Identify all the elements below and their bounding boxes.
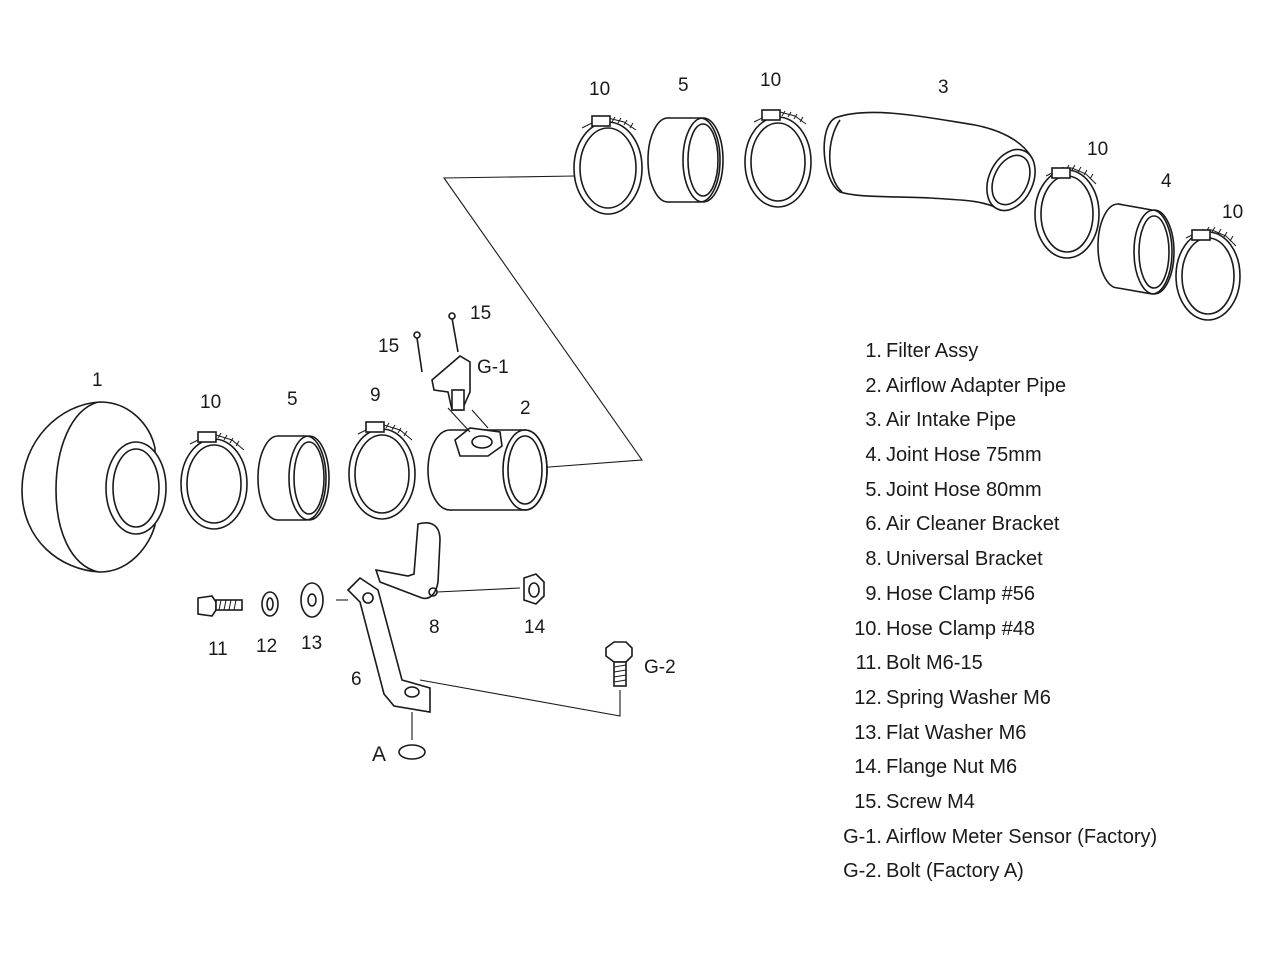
callout-15-lower: 15 [378, 336, 400, 357]
callout-g1: G-1 [477, 357, 509, 378]
callout-2: 2 [520, 398, 531, 419]
callout-10-upper-3: 10 [1087, 139, 1109, 160]
callout-11: 11 [208, 639, 228, 660]
parts-legend: 1.Filter Assy 2.Airflow Adapter Pipe 3.A… [830, 340, 1157, 895]
legend-number: 6. [865, 513, 882, 536]
callout-a: A [372, 743, 387, 766]
legend-number: 12. [854, 686, 882, 709]
legend-label: Airflow Adapter Pipe [886, 374, 1067, 397]
legend-label: Airflow Meter Sensor (Factory) [886, 825, 1158, 848]
legend-number: 4. [865, 444, 882, 467]
legend-label: Hose Clamp #48 [886, 617, 1035, 640]
legend-label: Joint Hose 80mm [886, 478, 1042, 501]
hose-clamp-upper-4 [1175, 226, 1241, 321]
callout-4: 4 [1161, 171, 1172, 192]
legend-number: 2. [865, 374, 882, 397]
legend-item: 14.Flange Nut M6 [830, 756, 1157, 791]
filter-assy [21, 401, 167, 573]
hose-clamp-lower-10 [180, 431, 248, 530]
screw-m4-pair [413, 312, 459, 373]
legend-item: 15.Screw M4 [830, 791, 1157, 826]
callout-13: 13 [301, 633, 323, 654]
callout-10-upper-4: 10 [1222, 202, 1244, 223]
callout-6: 6 [351, 669, 362, 690]
legend-label: Universal Bracket [886, 548, 1043, 571]
legend-item: 12.Spring Washer M6 [830, 687, 1157, 722]
legend-number: 3. [865, 409, 882, 432]
legend-item: 13.Flat Washer M6 [830, 722, 1157, 757]
legend-item: 3.Air Intake Pipe [830, 409, 1157, 444]
legend-label: Hose Clamp #56 [886, 582, 1035, 605]
legend-number: 1. [865, 340, 882, 362]
bolt-m6-15 [197, 595, 243, 617]
flat-washer-m6 [300, 582, 324, 618]
legend-number: 5. [865, 478, 882, 501]
callout-5-lower: 5 [287, 389, 298, 410]
legend-item: 4.Joint Hose 75mm [830, 444, 1157, 479]
callout-10-upper-2: 10 [760, 70, 782, 91]
legend-item: 9.Hose Clamp #56 [830, 583, 1157, 618]
legend-item: 1.Filter Assy [830, 340, 1157, 375]
callout-10-upper-1: 10 [589, 79, 611, 100]
callout-5-upper: 5 [678, 75, 689, 96]
legend-number: 10. [854, 617, 882, 640]
legend-item: 6.Air Cleaner Bracket [830, 513, 1157, 548]
legend-label: Joint Hose 75mm [886, 444, 1042, 467]
air-intake-pipe [823, 111, 1036, 212]
flange-nut-m6 [523, 573, 545, 605]
assembly-leader-line [442, 175, 644, 469]
legend-number: 9. [865, 582, 882, 605]
legend-label: Spring Washer M6 [886, 686, 1051, 709]
callout-1: 1 [92, 370, 103, 391]
legend-number: 15. [854, 790, 882, 813]
legend-number: G-1. [843, 825, 882, 848]
joint-hose-75mm [1097, 203, 1175, 295]
callout-10-lower: 10 [200, 392, 222, 413]
legend-label: Bolt M6-15 [886, 652, 983, 675]
legend-label: Filter Assy [886, 340, 979, 362]
legend-label: Bolt (Factory A) [886, 860, 1024, 883]
callout-3: 3 [938, 77, 949, 98]
legend-number: 14. [854, 756, 882, 779]
hose-clamp-upper-1 [573, 115, 643, 215]
legend-item: 2.Airflow Adapter Pipe [830, 375, 1157, 410]
legend-number: 8. [865, 548, 882, 571]
legend-item: 11.Bolt M6-15 [830, 652, 1157, 687]
callout-14: 14 [524, 617, 546, 638]
airflow-adapter-pipe [427, 427, 548, 511]
legend-label: Air Cleaner Bracket [886, 513, 1060, 536]
air-cleaner-bracket [336, 576, 621, 760]
hose-clamp-56 [348, 421, 416, 520]
callout-15-upper: 15 [470, 303, 492, 324]
legend-number: 11. [855, 652, 882, 675]
hose-clamp-upper-3 [1034, 164, 1100, 259]
legend-label: Flange Nut M6 [886, 756, 1018, 779]
callout-8: 8 [429, 617, 440, 638]
callout-12: 12 [256, 636, 278, 657]
legend-label: Screw M4 [886, 790, 975, 813]
legend-number: 13. [854, 721, 882, 744]
legend-item: G-1.Airflow Meter Sensor (Factory) [830, 826, 1157, 861]
spring-washer-m6 [261, 591, 279, 617]
universal-bracket [374, 522, 521, 600]
joint-hose-upper [647, 117, 724, 203]
legend-item: G-2.Bolt (Factory A) [830, 860, 1157, 895]
legend-item: 5.Joint Hose 80mm [830, 479, 1157, 514]
hose-clamp-upper-2 [744, 109, 812, 208]
factory-bolt-g2 [605, 641, 633, 687]
legend-label: Air Intake Pipe [886, 409, 1017, 432]
callout-9: 9 [370, 385, 381, 406]
legend-number: G-2. [843, 860, 882, 883]
legend-item: 10.Hose Clamp #48 [830, 618, 1157, 653]
joint-hose-lower [257, 435, 330, 521]
legend-item: 8.Universal Bracket [830, 548, 1157, 583]
callout-g2: G-2 [644, 657, 676, 678]
legend-label: Flat Washer M6 [886, 721, 1027, 744]
airflow-meter-sensor [431, 355, 489, 433]
